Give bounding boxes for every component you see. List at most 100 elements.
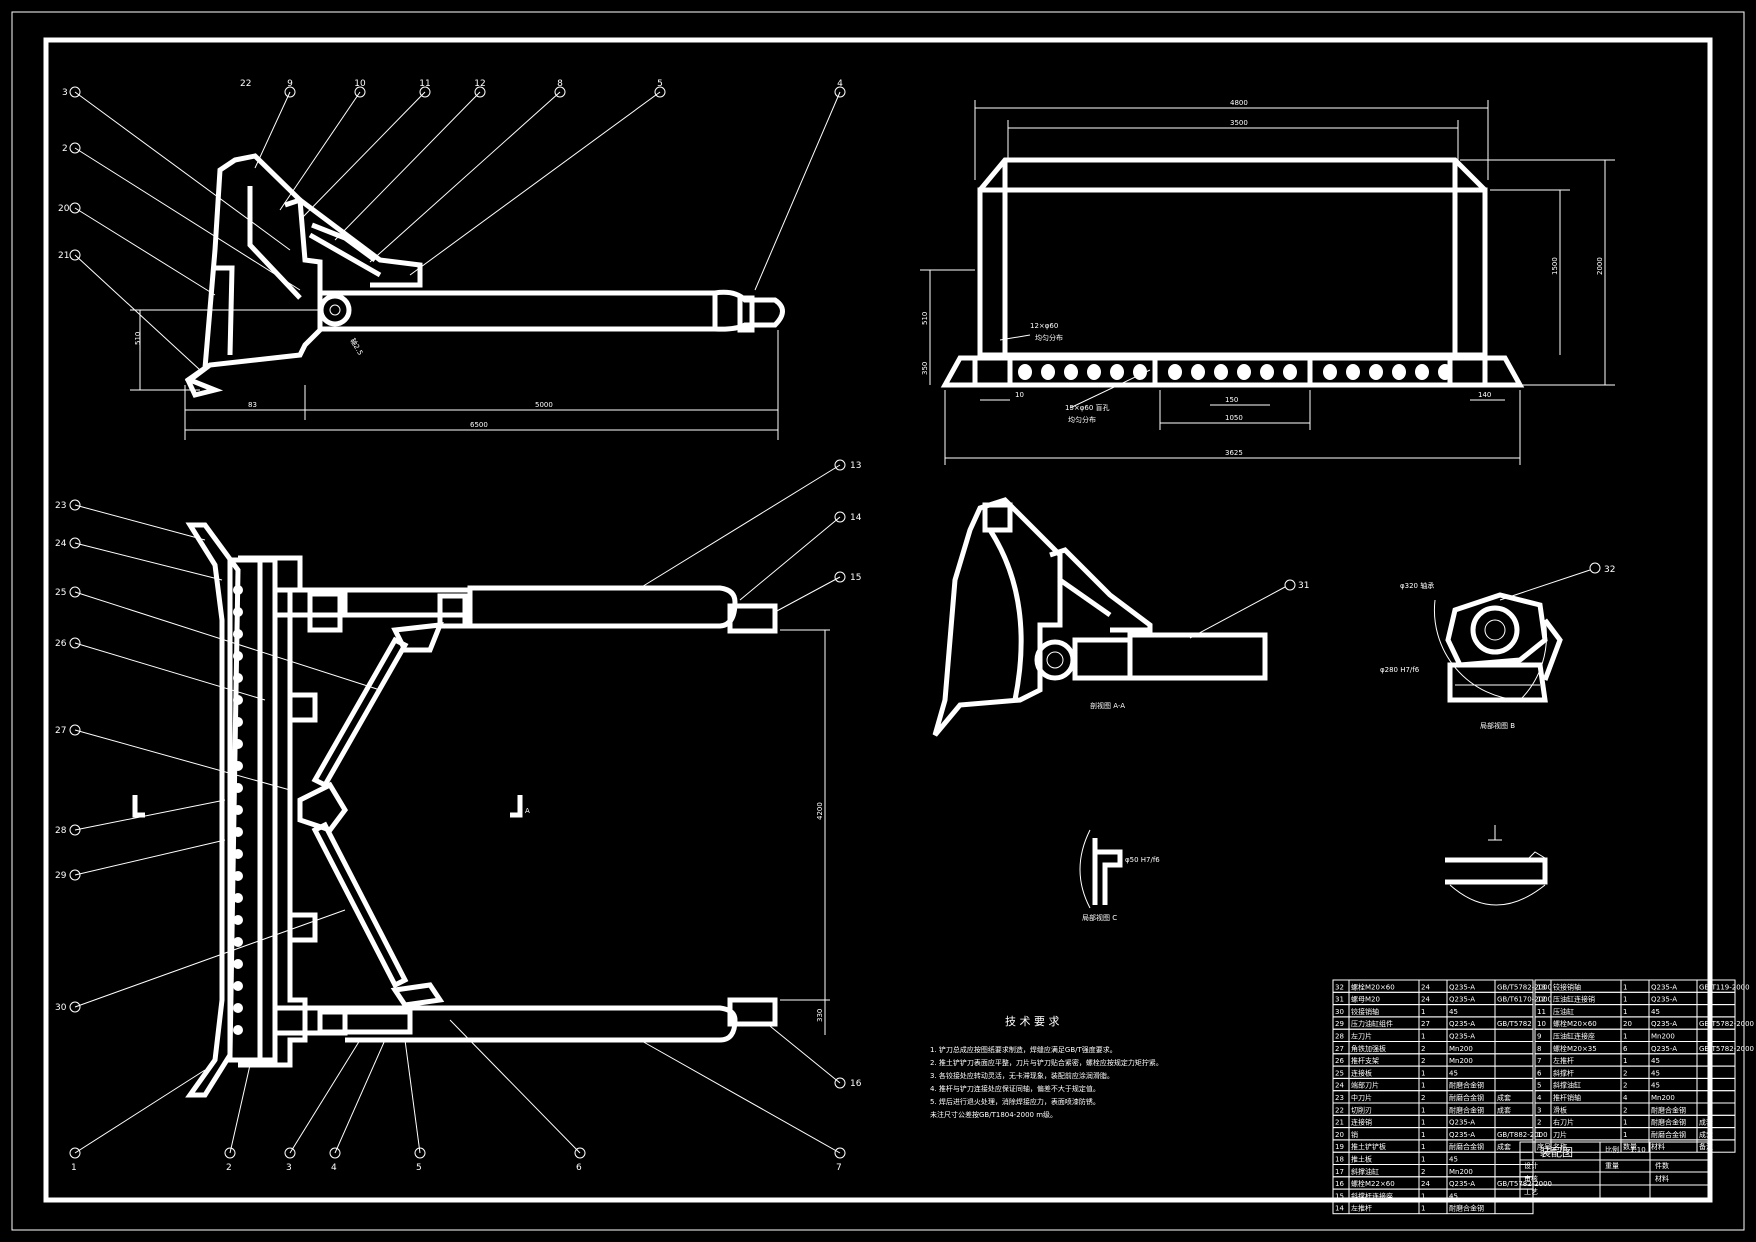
bom-cell: 29: [1335, 1020, 1344, 1028]
blade-hole: [233, 673, 243, 683]
bom-cell: 右刀片: [1553, 1118, 1574, 1127]
side-callout-21: 21: [58, 251, 69, 261]
bom-header-cell: 序号: [1537, 1142, 1551, 1151]
plan-callout-26: 26: [55, 639, 67, 649]
bom-cell: 成套: [1699, 1130, 1713, 1139]
bom-cell: 推杆支架: [1351, 1056, 1379, 1065]
bom-cell: 14: [1335, 1205, 1344, 1213]
bom-cell: Q235-A: [1651, 1045, 1677, 1053]
side-callout-22: 22: [240, 79, 251, 89]
bolt-hole: [1392, 364, 1406, 380]
blade-hole: [233, 695, 243, 705]
plan-callout-6: 6: [576, 1163, 582, 1173]
side-dim-5000: 5000: [535, 401, 553, 409]
bom-cell: 45: [1651, 1008, 1660, 1016]
bolt-hole: [1041, 364, 1055, 380]
bolt-hole: [1214, 364, 1228, 380]
bom-cell: 耐磨合金钢: [1651, 1105, 1686, 1114]
section-a-a-callout: 31: [1298, 581, 1309, 591]
title-block: 装配图 比例 1:10 重量 件数 材料 设计 审核 工艺: [1519, 1141, 1711, 1199]
side-dim-510: 510: [134, 332, 142, 345]
bom-cell: 螺栓M20×60: [1553, 1019, 1597, 1028]
plan-callout-14: 14: [850, 513, 862, 523]
bom-cell: 连接销: [1351, 1118, 1372, 1127]
plan-callout-3: 3: [286, 1163, 292, 1173]
front-view: 4800 3500 1500 2000 150 1050 3625 140 51…: [920, 99, 1615, 465]
bom-cell: 4: [1623, 1094, 1628, 1102]
bom-cell: 1: [1421, 1131, 1425, 1139]
bom-cell: 13: [1537, 983, 1546, 991]
plan-view: 4200 330 A: [74, 464, 841, 1154]
detail-b-dim: φ280 H7/f6: [1380, 666, 1420, 674]
tech-req-line-6: 未注尺寸公差按GB/T1804-2000 m级。: [930, 1110, 1057, 1119]
front-dim-3500: 3500: [1230, 119, 1248, 127]
tech-req-line-4: 4. 推杆与铲刀连接处应保证同轴，偏差不大于规定值。: [930, 1084, 1100, 1093]
bom-cell: 25: [1335, 1069, 1344, 1077]
bom-header-cell: 数量: [1623, 1142, 1637, 1151]
front-dim-2000: 2000: [1596, 257, 1604, 275]
front-note-blind-holes: 15×φ60 盲孔: [1065, 403, 1110, 412]
bom-cell: Mn200: [1449, 1057, 1473, 1065]
bom-cell: 耐磨合金钢: [1449, 1204, 1484, 1213]
bom-cell: 斜撑油缸: [1351, 1167, 1379, 1176]
bom-cell: GB/T882-2000: [1497, 1131, 1548, 1139]
bom-cell: 2: [1623, 1082, 1627, 1090]
blade-hole: [233, 717, 243, 727]
designer-label: 设计: [1524, 1161, 1538, 1170]
bolt-hole: [1110, 364, 1124, 380]
bom-cell: 12: [1537, 996, 1546, 1004]
bom-cell: 1: [1421, 1008, 1425, 1016]
bom-cell: 压油缸: [1553, 1007, 1574, 1016]
bom-cell: Q235-A: [1449, 1119, 1475, 1127]
bom-cell: 1: [1623, 983, 1627, 991]
blade-hole: [233, 871, 243, 881]
side-callout-2: 2: [62, 144, 68, 154]
bom-cell: 推土铲铲板: [1351, 1142, 1386, 1151]
bom-cell: 1: [1537, 1131, 1541, 1139]
plan-callout-2: 2: [226, 1163, 232, 1173]
bom-cell: 压油缸连接座: [1553, 1032, 1595, 1041]
section-a-a-label: 剖视图 A-A: [1090, 701, 1125, 710]
count-label: 件数: [1655, 1161, 1669, 1170]
bom-cell: 1: [1421, 1033, 1425, 1041]
scale-value: 1:10: [1630, 1146, 1646, 1154]
bom-cell: 22: [1335, 1106, 1344, 1114]
bom-cell: 左推杆: [1351, 1204, 1372, 1213]
side-callout-8: 8: [557, 79, 563, 89]
side-callout-10: 10: [354, 79, 366, 89]
bolt-hole: [1346, 364, 1360, 380]
front-dim-3625: 3625: [1225, 449, 1243, 457]
bom-cell: 1: [1623, 1033, 1627, 1041]
side-callout-5: 5: [657, 79, 663, 89]
bom-cell: 中刀片: [1351, 1093, 1372, 1102]
bom-cell: 11: [1537, 1008, 1546, 1016]
blade-hole: [233, 959, 243, 969]
bom-cell: 30: [1335, 1008, 1344, 1016]
bom-cell: 3: [1537, 1106, 1541, 1114]
bom-cell: Q235-A: [1651, 983, 1677, 991]
bom-cell: 1: [1421, 1119, 1425, 1127]
bolt-hole: [1064, 364, 1078, 380]
bom-cell: 耐磨合金钢: [1449, 1093, 1484, 1102]
bom-cell: 2: [1623, 1069, 1627, 1077]
front-dim-510: 510: [921, 312, 929, 325]
bom-cell: 45: [1651, 1082, 1660, 1090]
bolt-hole: [1087, 364, 1101, 380]
plan-callouts: 23 24 25 26 27 28 29 30 13 14 15 16 1 2 …: [55, 459, 862, 1173]
bom-cell: 耐磨合金钢: [1449, 1142, 1484, 1151]
plan-callout-4: 4: [331, 1163, 337, 1173]
bom-cell: 20: [1335, 1131, 1344, 1139]
bom-cell: Mn200: [1449, 1168, 1473, 1176]
side-callout-11: 11: [419, 79, 430, 89]
bom-cell: 1: [1421, 1106, 1425, 1114]
detail-d: [1445, 825, 1548, 906]
bom-cell: 耐磨合金钢: [1651, 1130, 1686, 1139]
front-note-holes: 12×φ60: [1030, 322, 1058, 330]
bom-cell: Q235-A: [1449, 996, 1475, 1004]
bom-cell: Q235-A: [1449, 983, 1475, 991]
bom-cell: 成套: [1497, 1093, 1511, 1102]
bom-cell: 1: [1421, 1192, 1425, 1200]
bom-cell: 32: [1335, 983, 1344, 991]
